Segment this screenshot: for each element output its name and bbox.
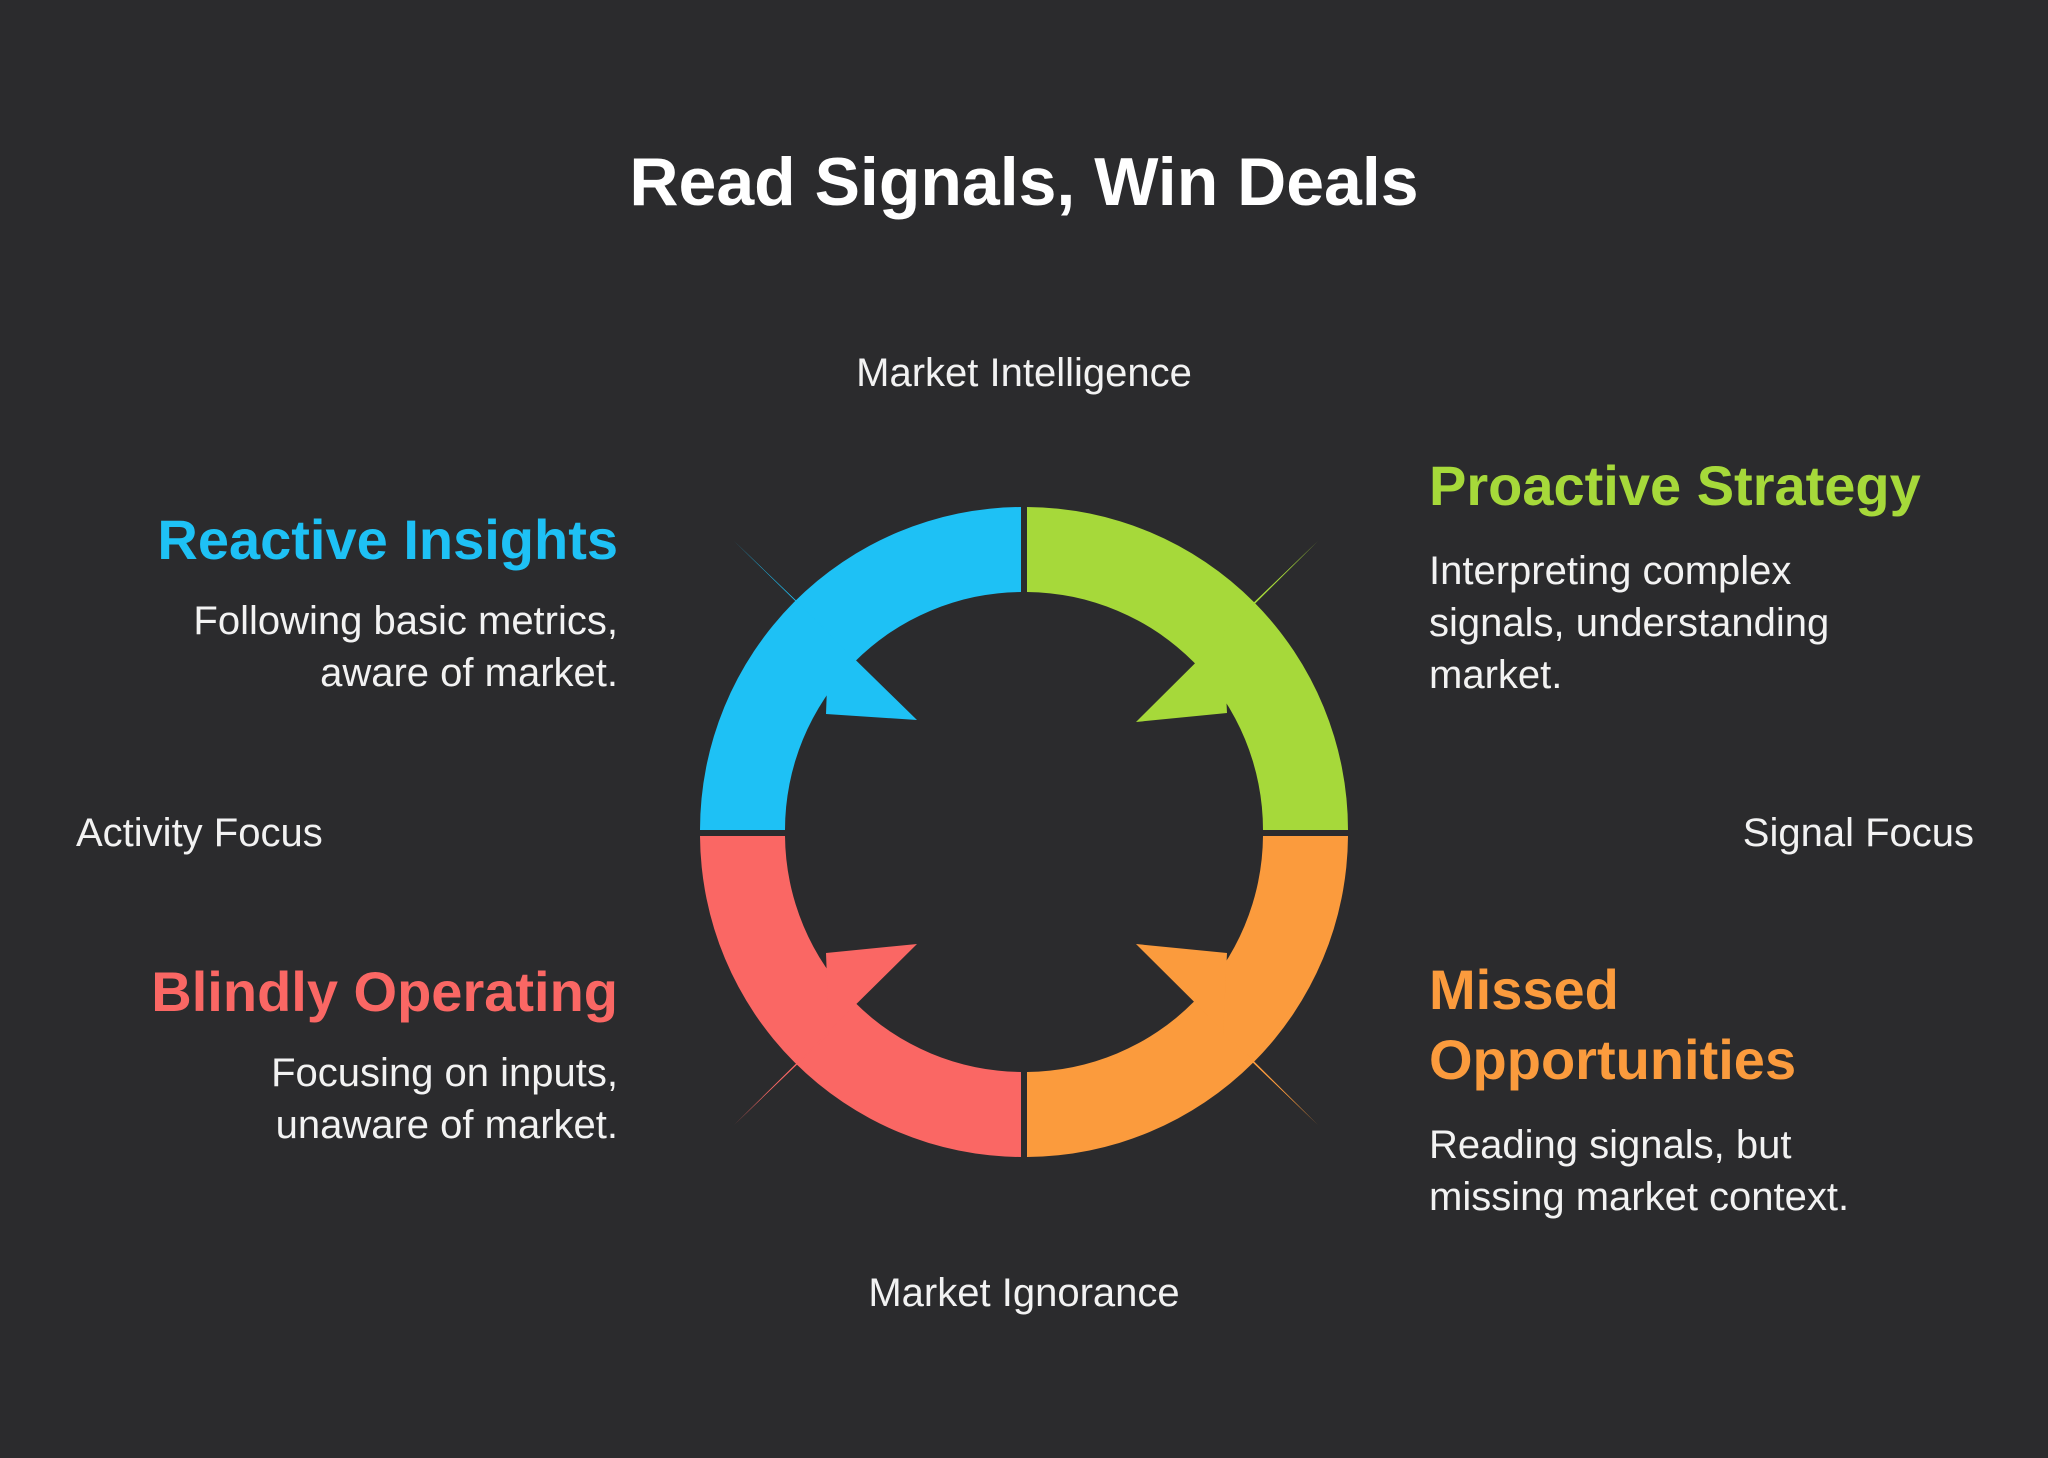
quadrant-description: Focusing on inputs, unaware of market. [80,1047,618,1151]
ring-segment-bottom-right [1027,836,1348,1157]
quadrant-blindly-operating: Blindly Operating Focusing on inputs, un… [80,957,618,1151]
quadrant-description: Interpreting complex signals, understand… [1429,545,1989,701]
quadrant-arrow-reactive-insights [700,507,1021,830]
quadrant-heading: Proactive Strategy [1429,454,1921,517]
description-line: signals, understanding [1429,601,1830,645]
quadrant-arrow-blindly-operating [700,836,1021,1157]
arrowhead-top-right [1136,541,1318,722]
description-line: unaware of market. [275,1103,618,1147]
ring-segment-top-right [1027,507,1348,830]
description-line: missing market context. [1429,1175,1850,1219]
arrowhead-bottom-right [1136,944,1318,1125]
axis-label-right: Signal Focus [1742,811,1974,855]
arrowhead-bottom-left [734,944,917,1125]
description-line: market. [1429,653,1563,697]
ring-segment-top-left [700,507,1021,830]
quadrant-reactive-insights: Reactive Insights Following basic metric… [80,505,618,699]
diagram-title: Read Signals, Win Deals [629,144,1419,220]
quadrant-missed-opportunities: Missed Opportunities Reading signals, bu… [1429,955,1989,1223]
axis-label-bottom: Market Ignorance [868,1271,1180,1315]
quadrant-arrow-missed-opportunities [1027,836,1348,1157]
heading-line: Opportunities [1429,1028,1797,1091]
description-line: Following basic metrics, [193,599,618,643]
ring-segment-bottom-left [700,836,1021,1157]
quadrant-arrow-proactive-strategy [1027,507,1348,830]
quadrant-description: Reading signals, but missing market cont… [1429,1119,1989,1223]
description-line: aware of market. [320,651,618,695]
arrowhead-top-left [734,541,917,720]
description-line: Interpreting complex [1429,549,1792,593]
axis-label-left: Activity Focus [76,811,323,855]
axis-label-top: Market Intelligence [856,351,1192,395]
heading-line: Missed [1429,958,1619,1021]
quadrant-description: Following basic metrics, aware of market… [80,595,618,699]
description-line: Reading signals, but [1429,1123,1792,1167]
quadrant-heading: Reactive Insights [157,508,618,571]
description-line: Focusing on inputs, [271,1051,618,1095]
quadrant-heading: Blindly Operating [151,960,618,1023]
quadrant-proactive-strategy: Proactive Strategy Interpreting complex … [1429,451,1989,701]
quadrant-heading: Missed Opportunities [1429,955,1989,1095]
